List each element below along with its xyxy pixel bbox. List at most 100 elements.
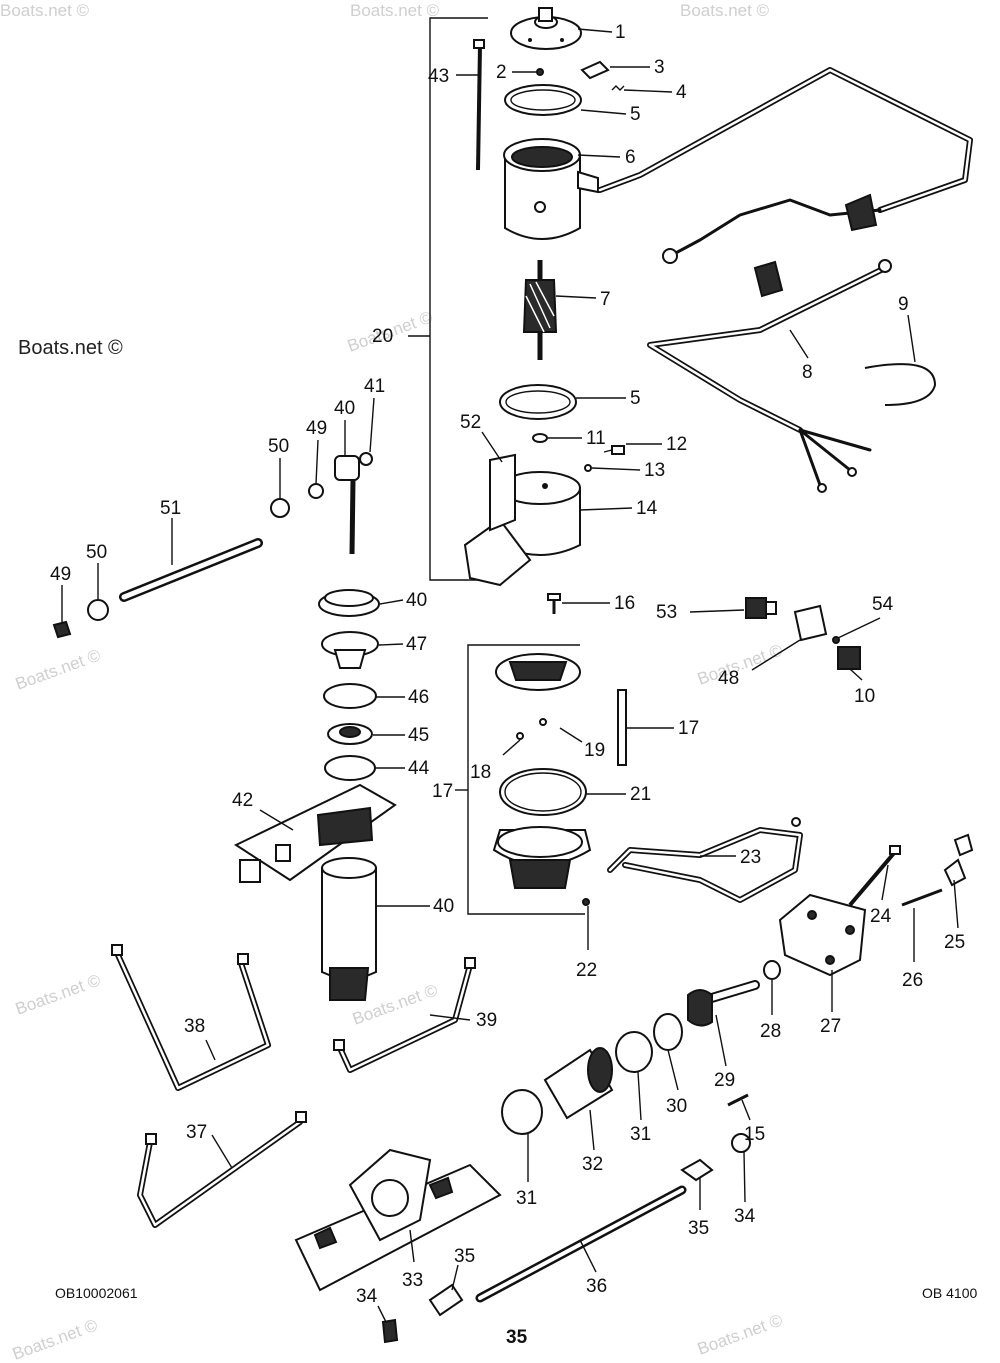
callout-label: 23: [740, 847, 761, 868]
callout-label: 26: [902, 970, 923, 991]
part-valve-cap: [321, 631, 379, 669]
callout-label: 6: [625, 147, 636, 168]
callout-label: 30: [666, 1096, 687, 1117]
watermark-faded: Boats.net ©: [13, 970, 104, 1018]
part-nut-34-left: [381, 1318, 399, 1344]
callout-label: 25: [944, 932, 965, 953]
part-washer: [532, 433, 548, 443]
part-shaft-36: [475, 1185, 687, 1303]
callout-label: 54: [872, 594, 894, 615]
callout-label: 4: [676, 82, 687, 103]
part-hydraulic-line-39: [333, 957, 476, 1073]
watermark-faded: Boats.net ©: [350, 1, 440, 20]
part-hydraulic-line-38: [111, 944, 271, 1091]
callout-label: 43: [428, 66, 449, 87]
callout-label: 48: [718, 668, 739, 689]
part-bushing-41: [359, 452, 373, 466]
part-manifold-block: [778, 893, 867, 977]
callout-label: 29: [714, 1070, 735, 1091]
part-ring-lower: [499, 384, 577, 420]
part-screw-16: [547, 593, 561, 614]
part-reservoir-cover: [495, 653, 581, 691]
part-o-ring-31-right: [615, 1031, 653, 1073]
part-hydraulic-line-23: [607, 817, 803, 903]
callout-label: 40: [406, 590, 427, 611]
watermark-faded: Boats.net ©: [13, 645, 104, 693]
part-switch-cover: [837, 646, 861, 670]
watermark-faded: Boats.net ©: [695, 1310, 786, 1358]
callout-label: 13: [644, 460, 665, 481]
part-o-ring-44: [324, 755, 376, 781]
callout-label: 34: [356, 1286, 378, 1307]
part-valve-disc: [327, 723, 373, 745]
callout-label: 51: [160, 498, 181, 519]
part-screw-2: [536, 68, 544, 76]
callout-label: 39: [476, 1010, 497, 1031]
bracket-item-17: [467, 644, 585, 915]
callout-label: 32: [582, 1154, 603, 1175]
part-bolt-24: [848, 845, 901, 907]
part-through-bolt: [473, 39, 485, 171]
part-fitting-25: [943, 833, 974, 887]
callout-label: 12: [666, 434, 687, 455]
catalog-code-left: OB10002061: [55, 1285, 138, 1301]
leader-lines: [61, 28, 959, 1323]
part-mounting-plate: [793, 604, 828, 642]
part-screw-18: [516, 732, 524, 740]
callout-label: 40: [433, 896, 454, 917]
callout-label: 3: [654, 57, 665, 78]
part-motor-housing: [503, 138, 599, 240]
callout-label: 19: [584, 740, 605, 761]
callout-label: 49: [50, 564, 71, 585]
part-armature: [522, 260, 558, 360]
catalog-code-right: OB 4100: [922, 1285, 977, 1301]
part-tilt-cylinder: [321, 857, 377, 1001]
part-o-ring-21: [499, 768, 587, 816]
callout-label: 17: [678, 718, 699, 739]
callout-label: 18: [470, 762, 491, 783]
callout-label: 28: [760, 1021, 781, 1042]
callout-label: 24: [870, 906, 892, 927]
callout-label: 17: [432, 781, 453, 802]
part-hydraulic-line-37: [137, 1111, 307, 1228]
callout-label: 7: [600, 289, 611, 310]
callout-label: 47: [406, 634, 427, 655]
part-screw-12: [603, 445, 625, 455]
part-seal-30: [653, 1013, 683, 1051]
callout-label: 50: [268, 436, 289, 457]
callout-label: 21: [630, 784, 651, 805]
callout-label: 35: [454, 1246, 475, 1267]
callout-labels: 1 2 3 4 5 6 43 7 20 5 11 12 13 14 52 16 …: [50, 22, 965, 1307]
callout-label: 50: [86, 542, 107, 563]
callout-label: 5: [630, 388, 641, 409]
part-wire-harness-2: [647, 259, 892, 493]
part-cylinder-sleeve-32: [543, 1047, 614, 1120]
group-brackets: [408, 17, 585, 915]
part-piston-29: [687, 980, 760, 1027]
part-gasket-strip: [617, 689, 627, 766]
part-pin-15: [727, 1093, 749, 1107]
callout-label: 31: [516, 1188, 537, 1209]
part-brush-clip: [580, 60, 610, 80]
part-end-cap: [510, 7, 582, 50]
part-o-ring-31-left: [501, 1089, 543, 1135]
part-pump-body: [492, 826, 592, 889]
watermark-faded: Boats.net ©: [10, 1315, 101, 1363]
callout-label: 14: [636, 498, 658, 519]
callout-label: 40: [334, 398, 355, 419]
callout-label: 46: [408, 687, 429, 708]
part-lower-housing: [463, 453, 581, 587]
callout-label: 16: [614, 593, 635, 614]
bracket-item-20: [429, 17, 488, 581]
callout-label: 8: [802, 362, 813, 383]
watermark-faded: Boats.net ©: [680, 1, 770, 20]
callout-label: 38: [184, 1016, 205, 1037]
callout-label: 36: [586, 1276, 607, 1297]
watermark-main: Boats.net ©: [18, 337, 123, 359]
part-bolt-26: [901, 888, 943, 907]
callout-label: 34: [734, 1206, 756, 1227]
part-fitting-35-right: [680, 1158, 714, 1182]
part-mount-bracket: [233, 783, 397, 883]
part-nut-49-lower: [52, 620, 72, 639]
